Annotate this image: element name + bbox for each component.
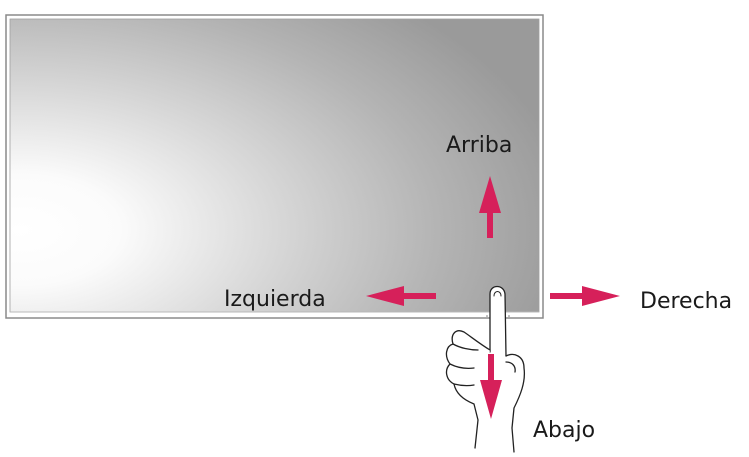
hand-pointer-icon (445, 285, 526, 453)
monitor-screen (9, 18, 540, 313)
label-left: Izquierda (224, 287, 326, 312)
arrow-right-icon (550, 286, 620, 306)
arrow-up-icon (479, 176, 501, 238)
label-right: Derecha (640, 289, 733, 314)
arrow-down-icon (480, 354, 502, 419)
label-up: Arriba (446, 133, 513, 158)
label-down: Abajo (533, 418, 596, 443)
arrow-left-icon (366, 286, 436, 306)
